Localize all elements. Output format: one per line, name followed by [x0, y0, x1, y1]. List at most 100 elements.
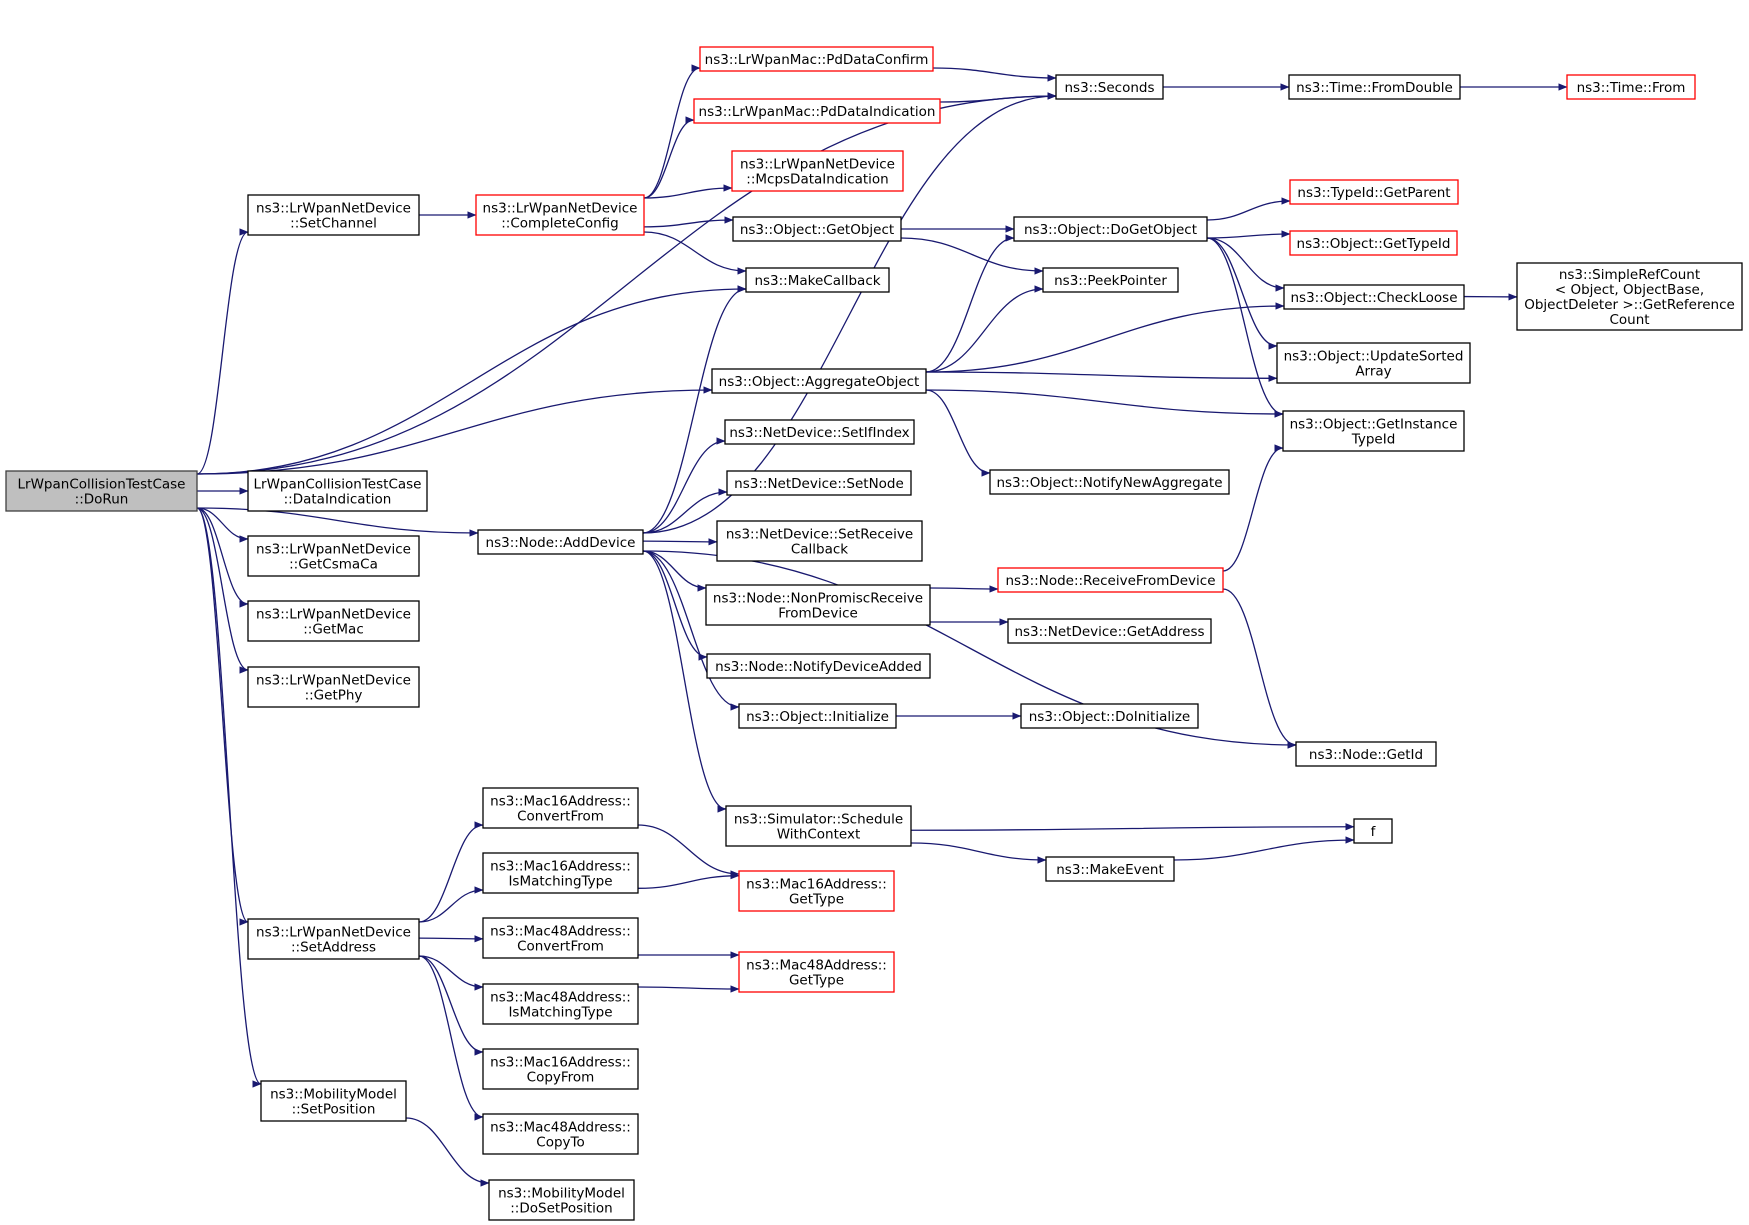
node-label: LrWpanCollisionTestCase: [254, 477, 422, 493]
node-label: ns3::Node::AddDevice: [486, 535, 636, 551]
node-label: ::CompleteConfig: [501, 216, 618, 232]
node-notifyadded[interactable]: ns3::Node::NotifyDeviceAdded: [706, 653, 931, 679]
node-box: [716, 520, 923, 562]
node-timefrom[interactable]: ns3::Time::From: [1566, 74, 1696, 100]
node-simplerefcount[interactable]: ns3::SimpleRefCount< Object, ObjectBase,…: [1516, 262, 1743, 331]
node-box: [699, 46, 934, 72]
node-dosetposition[interactable]: ns3::MobilityModel::DoSetPosition: [488, 1179, 635, 1221]
node-seconds[interactable]: ns3::Seconds: [1055, 74, 1164, 100]
node-box: [1516, 262, 1743, 331]
node-label: ns3::MakeCallback: [754, 273, 880, 289]
node-label: ::DataIndication: [284, 492, 392, 508]
node-label: ::SetPosition: [292, 1102, 376, 1118]
node-label: ns3::MobilityModel: [270, 1087, 397, 1103]
node-getphy[interactable]: ns3::LrWpanNetDevice::GetPhy: [247, 666, 420, 708]
node-setifindex[interactable]: ns3::NetDevice::SetIfIndex: [724, 419, 915, 445]
node-label: ns3::Mac16Address::: [490, 859, 631, 875]
node-setposition[interactable]: ns3::MobilityModel::SetPosition: [260, 1080, 407, 1122]
call-edges: [196, 64, 1568, 1187]
node-label: WithContext: [777, 827, 861, 843]
node-box: [482, 1113, 639, 1155]
node-makecallback[interactable]: ns3::MakeCallback: [745, 267, 890, 293]
node-box: [738, 703, 897, 729]
node-label: ObjectDeleter >::GetReference: [1524, 297, 1735, 313]
node-m16gettype[interactable]: ns3::Mac16Address::GetType: [738, 870, 895, 912]
node-label: ns3::Object::GetTypeId: [1297, 236, 1451, 252]
edge-aggregate-to-peekpointer: [925, 285, 1044, 373]
node-getcsmaca[interactable]: ns3::LrWpanNetDevice::GetCsmaCa: [247, 535, 420, 577]
node-box: [247, 535, 420, 577]
node-label: GetType: [789, 973, 844, 989]
node-getobject[interactable]: ns3::Object::GetObject: [732, 216, 902, 242]
node-m48copyto[interactable]: ns3::Mac48Address::CopyTo: [482, 1113, 639, 1155]
edge-adddevice-to-makecallback: [642, 285, 747, 534]
node-box: [706, 653, 931, 679]
node-notifynewagg[interactable]: ns3::Object::NotifyNewAggregate: [989, 469, 1230, 495]
node-makeevent[interactable]: ns3::MakeEvent: [1045, 856, 1175, 882]
node-getid[interactable]: ns3::Node::GetId: [1295, 741, 1437, 767]
node-pddataind[interactable]: ns3::LrWpanMac::PdDataIndication: [693, 98, 941, 124]
node-doinitialize[interactable]: ns3::Object::DoInitialize: [1020, 703, 1199, 729]
node-checkloose[interactable]: ns3::Object::CheckLoose: [1283, 284, 1465, 310]
node-m48gettype[interactable]: ns3::Mac48Address::GetType: [738, 951, 895, 993]
node-getmac[interactable]: ns3::LrWpanNetDevice::GetMac: [247, 600, 420, 642]
node-label: ns3::Node::GetId: [1309, 747, 1423, 763]
node-receivefrom[interactable]: ns3::Node::ReceiveFromDevice: [997, 567, 1224, 593]
node-label: ns3::Node::NonPromiscReceive: [713, 591, 923, 607]
node-m16convert[interactable]: ns3::Mac16Address::ConvertFrom: [482, 787, 639, 829]
edge-aggregate-to-checkloose: [925, 302, 1285, 373]
node-box: [1283, 284, 1465, 310]
node-label: ::GetMac: [303, 622, 364, 638]
node-label: ns3::LrWpanNetDevice: [740, 157, 895, 173]
node-box: [475, 194, 645, 236]
node-box: [711, 368, 927, 394]
node-getaddress[interactable]: ns3::NetDevice::GetAddress: [1007, 618, 1212, 644]
edge-completeconfig-to-mcpsdataind: [643, 184, 733, 199]
node-gettypeid[interactable]: ns3::Object::GetTypeId: [1289, 230, 1458, 256]
edge-m16ismatch-to-m16gettype: [637, 872, 740, 889]
node-setnode[interactable]: ns3::NetDevice::SetNode: [726, 470, 912, 496]
node-mcpsdataind[interactable]: ns3::LrWpanNetDevice::McpsDataIndication: [731, 150, 904, 192]
edge-aggregate-to-getinstance: [925, 389, 1284, 418]
edge-dorun-to-seconds: [196, 92, 1057, 475]
node-label: ::GetPhy: [305, 688, 363, 704]
node-label: CopyFrom: [527, 1070, 595, 1086]
node-peekpointer[interactable]: ns3::PeekPointer: [1042, 267, 1179, 293]
edge-receivefrom-to-getid: [1222, 588, 1297, 749]
node-f[interactable]: f: [1353, 818, 1393, 844]
node-box: [247, 470, 428, 512]
node-setchannel[interactable]: ns3::LrWpanNetDevice::SetChannel: [247, 194, 420, 236]
node-box: [1013, 216, 1208, 242]
node-box: [726, 470, 912, 496]
node-box: [482, 852, 639, 894]
node-label: ns3::LrWpanNetDevice: [483, 201, 638, 217]
node-aggregate[interactable]: ns3::Object::AggregateObject: [711, 368, 927, 394]
node-label: Array: [1355, 364, 1391, 380]
node-m48convert[interactable]: ns3::Mac48Address::ConvertFrom: [482, 917, 639, 959]
node-dataind[interactable]: LrWpanCollisionTestCase::DataIndication: [247, 470, 428, 512]
node-label: TypeId: [1351, 432, 1396, 448]
node-fromdouble[interactable]: ns3::Time::FromDouble: [1288, 74, 1461, 100]
node-dorun[interactable]: LrWpanCollisionTestCase::DoRun: [5, 470, 198, 512]
node-label: ns3::MobilityModel: [498, 1186, 625, 1202]
node-initialize[interactable]: ns3::Object::Initialize: [738, 703, 897, 729]
node-label: ::DoRun: [75, 492, 129, 508]
node-setaddress[interactable]: ns3::LrWpanNetDevice::SetAddress: [247, 918, 420, 960]
node-completeconfig[interactable]: ns3::LrWpanNetDevice::CompleteConfig: [475, 194, 645, 236]
edge-dorun-to-setposition: [196, 507, 262, 1088]
node-label: ns3::Object::NotifyNewAggregate: [996, 475, 1222, 491]
node-gettypeparent[interactable]: ns3::TypeId::GetParent: [1289, 179, 1459, 205]
node-m48ismatch[interactable]: ns3::Mac48Address::IsMatchingType: [482, 983, 639, 1025]
edge-setaddress-to-m48copyto: [418, 955, 484, 1121]
node-label: ::SetChannel: [290, 216, 377, 232]
node-adddevice[interactable]: ns3::Node::AddDevice: [477, 529, 644, 555]
node-pddataconfirm[interactable]: ns3::LrWpanMac::PdDataConfirm: [699, 46, 934, 72]
node-m16copyfrom[interactable]: ns3::Mac16Address::CopyFrom: [482, 1048, 639, 1090]
node-m16ismatch[interactable]: ns3::Mac16Address::IsMatchingType: [482, 852, 639, 894]
node-dogetobject[interactable]: ns3::Object::DoGetObject: [1013, 216, 1208, 242]
